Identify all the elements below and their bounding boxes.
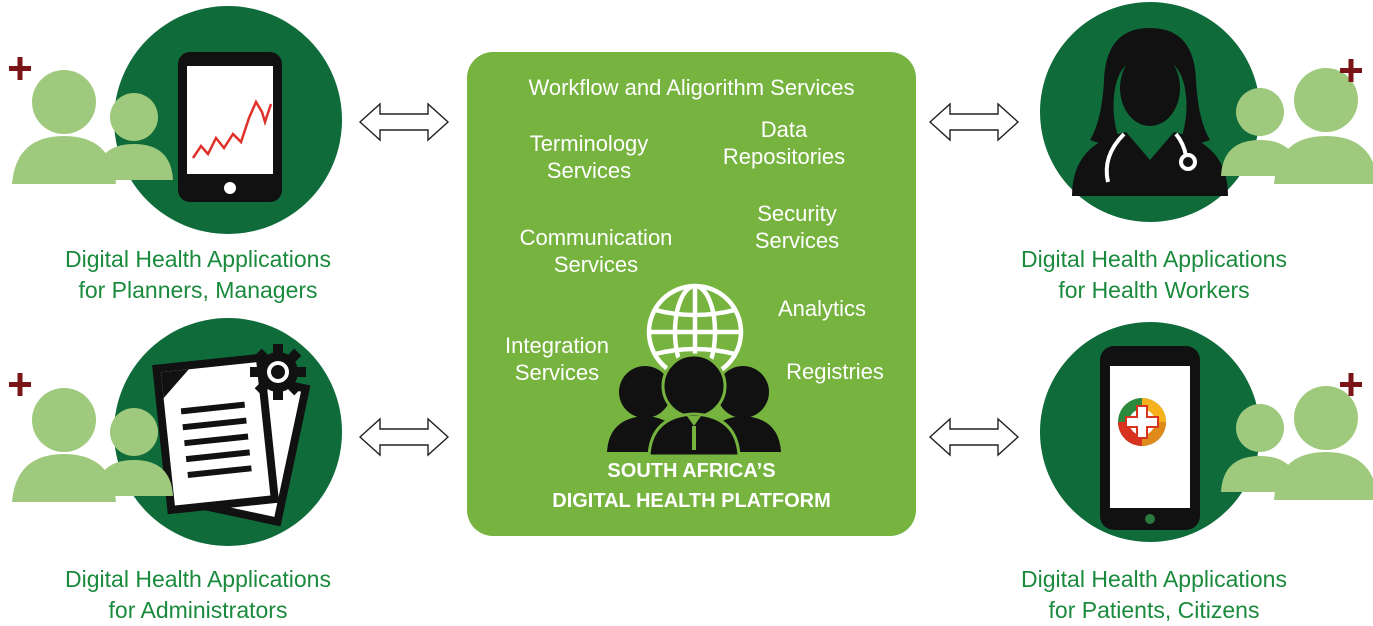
people-icon xyxy=(12,388,173,502)
administrators-icon-group xyxy=(9,318,342,546)
planners-icon-group xyxy=(9,6,342,234)
service-security-line1: Security xyxy=(757,201,837,226)
globe-people-icon xyxy=(607,283,781,458)
patients-icon-group xyxy=(1040,322,1373,542)
service-analytics: Analytics xyxy=(753,295,891,322)
caption-patients-line1: Digital Health Applications xyxy=(1021,566,1287,592)
stethoscope-icon xyxy=(1104,132,1197,183)
health-workers-icon-group xyxy=(1040,2,1373,222)
service-data-line1: Data xyxy=(760,117,808,142)
service-communication-line1: Communication xyxy=(519,225,673,250)
caption-planners-line1: Digital Health Applications xyxy=(65,246,331,272)
service-terminology-line2: Services xyxy=(546,158,632,183)
people-icon xyxy=(1221,386,1373,500)
phone-health-logo-icon xyxy=(1100,346,1200,530)
service-security-line2: Services xyxy=(754,228,840,253)
caption-patients-line2: for Patients, Citizens xyxy=(1048,597,1260,623)
people-icon xyxy=(1221,68,1373,184)
people-icon xyxy=(12,70,173,184)
document-gear-icon xyxy=(152,344,311,527)
service-terminology: Terminology Services xyxy=(487,130,691,184)
arrow-top-left xyxy=(358,102,450,142)
caption-health-workers-line2: for Health Workers xyxy=(1058,277,1250,303)
tablet-chart-icon xyxy=(178,52,282,202)
arrow-bottom-right xyxy=(928,417,1020,457)
service-workflow: Workflow and Aligorithm Services xyxy=(467,74,916,101)
service-terminology-line1: Terminology xyxy=(529,131,649,156)
caption-planners-line2: for Planners, Managers xyxy=(78,277,318,303)
arrow-top-right xyxy=(928,102,1020,142)
service-integration-line2: Services xyxy=(514,360,600,385)
caption-patients: Digital Health Applications for Patients… xyxy=(976,564,1332,626)
service-integration-line1: Integration xyxy=(505,333,609,358)
service-registries: Registries xyxy=(765,358,905,385)
service-analytics-label: Analytics xyxy=(777,296,867,321)
caption-health-workers: Digital Health Applications for Health W… xyxy=(976,244,1332,306)
caption-health-workers-line1: Digital Health Applications xyxy=(1021,246,1287,272)
plus-icon xyxy=(1340,59,1362,82)
platform-title-line1: SOUTH AFRICA’S xyxy=(607,460,776,482)
caption-administrators-line1: Digital Health Applications xyxy=(65,566,331,592)
caption-administrators: Digital Health Applications for Administ… xyxy=(20,564,376,626)
service-data: Data Repositories xyxy=(699,116,869,170)
service-data-line2: Repositories xyxy=(722,144,846,169)
plus-icon xyxy=(9,373,31,396)
service-security: Security Services xyxy=(717,200,877,254)
service-communication: Communication Services xyxy=(487,224,705,278)
service-communication-line2: Services xyxy=(553,252,639,277)
platform-title-line2: DIGITAL HEALTH PLATFORM xyxy=(552,490,831,512)
caption-administrators-line2: for Administrators xyxy=(108,597,288,623)
service-integration: Integration Services xyxy=(485,332,629,386)
people-silhouette-icon xyxy=(607,353,781,458)
plus-icon xyxy=(1340,373,1362,396)
plus-icon xyxy=(9,57,31,80)
service-registries-label: Registries xyxy=(786,359,884,384)
service-workflow-label: Workflow and Aligorithm Services xyxy=(528,75,855,100)
caption-planners: Digital Health Applications for Planners… xyxy=(20,244,376,306)
arrow-bottom-left xyxy=(358,417,450,457)
digital-health-platform-panel: Workflow and Aligorithm Services Termino… xyxy=(467,52,916,536)
